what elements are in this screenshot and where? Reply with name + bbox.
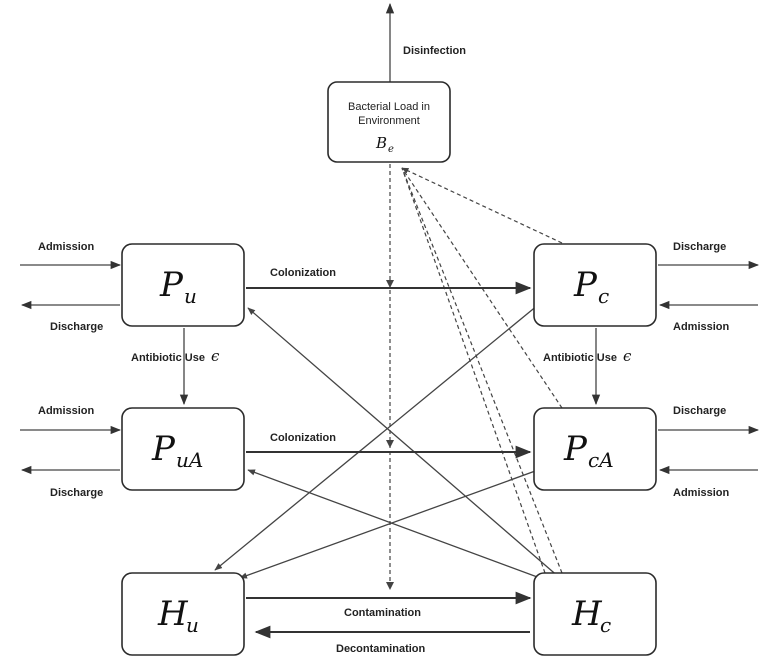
env-arrow-head-1 [386, 280, 394, 288]
pu-sub: u [184, 284, 197, 308]
colonization-mid-label: Colonization [270, 432, 336, 444]
env-arrow-head-2 [386, 440, 394, 448]
pu-box [121, 243, 245, 327]
node-hu[interactable]: H u [121, 572, 245, 656]
hc-to-pua [247, 469, 541, 579]
disinfection-label: Disinfection [403, 45, 466, 57]
environment-box [327, 81, 451, 163]
admission-pca-label: Admission [673, 487, 730, 499]
discharge-pu-label: Discharge [50, 321, 103, 333]
pua-main: P [151, 429, 176, 469]
node-pu[interactable]: P u [121, 243, 245, 327]
antibiotic-left-label: Antibiotic Use [131, 352, 205, 364]
pua-sub: uA [176, 448, 203, 472]
pu-main: P [159, 265, 184, 305]
admission-pc-label: Admission [673, 321, 730, 333]
node-pc[interactable]: P c [533, 243, 657, 327]
hu-sub: u [186, 613, 199, 637]
pc-sub: c [598, 284, 609, 308]
hu-main: H [157, 594, 189, 634]
pca-box [533, 407, 657, 491]
hc-sub: c [600, 613, 611, 637]
environment-symbol-sub: e [388, 144, 394, 155]
environment-line1: Bacterial Load in [348, 101, 430, 113]
hc-main: H [571, 594, 603, 634]
colonization-top-label: Colonization [270, 267, 336, 279]
pca-main: P [563, 429, 588, 469]
shedding-hc-to-env [401, 167, 563, 574]
hu-box [121, 572, 245, 656]
antibiotic-left-epsilon: ϵ [211, 347, 220, 365]
admission-pua-label: Admission [38, 405, 95, 417]
pc-to-hu [214, 304, 539, 571]
antibiotic-right-label: Antibiotic Use [543, 352, 617, 364]
antibiotic-right-epsilon: ϵ [623, 347, 632, 365]
pc-box [533, 243, 657, 327]
pc-main: P [573, 265, 598, 305]
shedding-pca-to-env [401, 167, 563, 409]
discharge-pc-label: Discharge [673, 241, 726, 253]
node-pca[interactable]: P cA [533, 407, 657, 491]
admission-pu-label: Admission [38, 241, 95, 253]
environment-symbol: B [375, 134, 387, 152]
hc-to-pu [247, 307, 561, 579]
discharge-pua-label: Discharge [50, 487, 103, 499]
node-pua[interactable]: P uA [121, 407, 245, 491]
environment-line2: Environment [358, 115, 420, 127]
node-environment[interactable]: Bacterial Load in Environment B e [327, 81, 451, 163]
pua-box [121, 407, 245, 491]
shedding-pc-to-env [401, 167, 563, 244]
pca-sub: cA [588, 448, 614, 472]
shedding-hc2-to-env [401, 167, 546, 574]
pca-to-hu [239, 469, 539, 579]
discharge-pca-label: Discharge [673, 405, 726, 417]
contamination-label: Contamination [344, 607, 421, 619]
node-hc[interactable]: H c [533, 572, 657, 656]
env-arrow-head-3 [386, 582, 394, 590]
decontamination-label: Decontamination [336, 643, 426, 655]
hc-box [533, 572, 657, 656]
